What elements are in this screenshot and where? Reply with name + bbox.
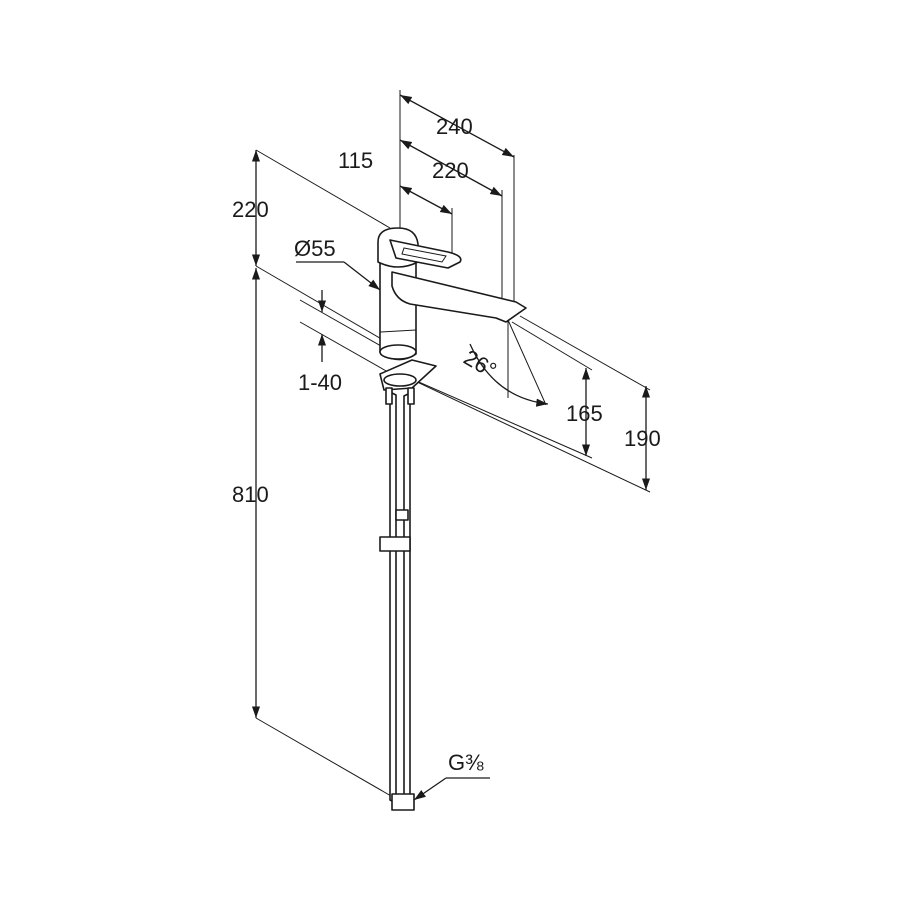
- mounting-nut: [383, 373, 417, 387]
- mounting-stud-right: [407, 387, 415, 405]
- dim-220-top-label: 220: [232, 197, 269, 222]
- dim-width-lever: 115: [338, 148, 453, 262]
- faucet-body: [377, 227, 527, 811]
- dim-165-label: 165: [566, 401, 603, 426]
- dim-connection: G⅜: [413, 750, 490, 801]
- dim-height-total: 810: [232, 268, 399, 801]
- dim-deck-label: 1-40: [298, 370, 342, 395]
- dim-angle-label: 26°: [460, 345, 501, 383]
- dim-diameter-label: Ø55: [294, 236, 336, 261]
- dim-115-label: 115: [338, 148, 373, 173]
- dim-240-label: 240: [436, 114, 473, 139]
- dim-width-spout: 220: [399, 139, 503, 318]
- hose-clip: [379, 536, 411, 552]
- supply-hose-right: [403, 392, 411, 803]
- hose-connector: [391, 793, 415, 811]
- dim-diameter: Ø55: [294, 236, 381, 291]
- dim-810-label: 810: [232, 482, 269, 507]
- dim-outlet-height: 165: [395, 321, 603, 459]
- dim-deck-thickness: 1-40: [298, 290, 389, 395]
- dim-width-total: 240: [399, 90, 515, 315]
- body-base: [379, 344, 417, 360]
- spout: [391, 271, 527, 323]
- supply-hose-left: [389, 391, 397, 804]
- dim-190-label: 190: [624, 426, 661, 451]
- dim-connection-label: G⅜: [448, 750, 484, 775]
- dim-angle: 26°: [460, 319, 549, 407]
- lever-handle-slot: [401, 247, 447, 263]
- mounting-stud-left: [385, 387, 393, 405]
- dim-220-spout-label: 220: [432, 158, 469, 183]
- dim-spout-height: 190: [395, 315, 661, 493]
- hose-clip-small: [395, 509, 409, 521]
